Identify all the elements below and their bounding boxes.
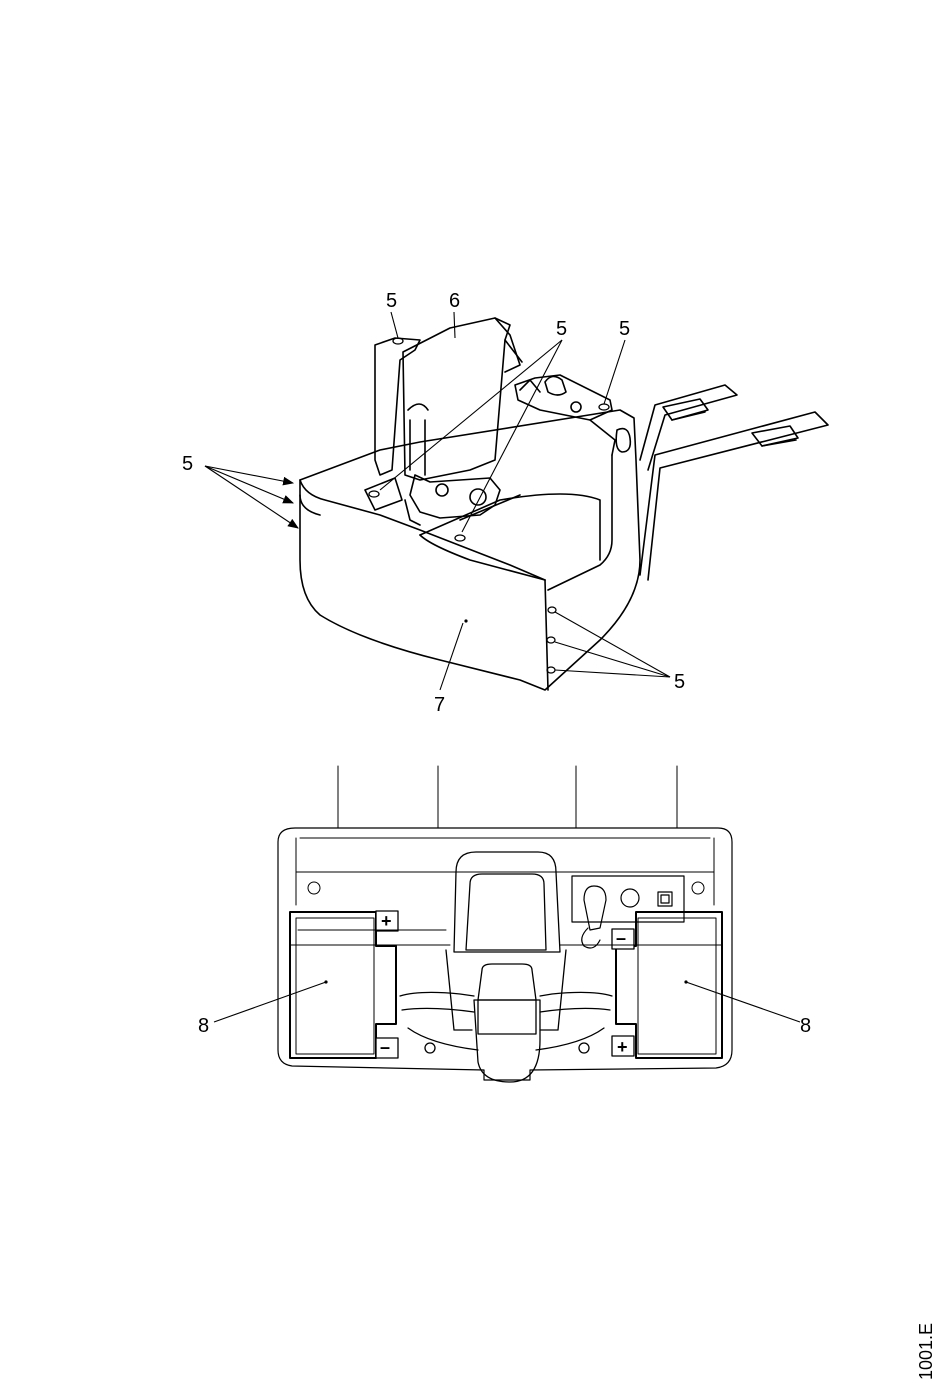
battery-right bbox=[612, 912, 722, 1058]
fork-right bbox=[640, 412, 828, 580]
callout-6-battery-cover: 6 bbox=[449, 290, 460, 312]
steering-head bbox=[405, 475, 500, 525]
callout-8-right: 8 bbox=[800, 1015, 811, 1037]
truck-perspective-drawing bbox=[300, 318, 828, 690]
battery-right-dot bbox=[684, 980, 687, 983]
callout-5-right-side: 5 bbox=[674, 671, 685, 693]
callout-leaders-bottom bbox=[214, 982, 800, 1022]
battery-left-dot bbox=[324, 980, 327, 983]
tiller-head bbox=[400, 852, 612, 1082]
battery-left bbox=[290, 911, 398, 1058]
document-id: 1001.E bbox=[916, 1320, 950, 1380]
battery-compartment-top-view bbox=[278, 766, 732, 1082]
terminal-left-plus: + bbox=[381, 911, 392, 931]
truck-chassis bbox=[300, 410, 640, 690]
document-id-text: 1001.E bbox=[916, 1323, 937, 1380]
callout-7-front-cover: 7 bbox=[434, 694, 445, 716]
callout-5-dashboard: 5 bbox=[619, 318, 630, 340]
front-cover-dot bbox=[464, 619, 467, 622]
callout-8-left: 8 bbox=[198, 1015, 209, 1037]
callout-5-left-side: 5 bbox=[182, 453, 193, 475]
callout-5-seat-top: 5 bbox=[386, 290, 397, 312]
terminal-right-plus: + bbox=[617, 1037, 628, 1057]
fork-lines bbox=[338, 766, 677, 828]
terminal-left-minus: – bbox=[380, 1037, 390, 1057]
battery-hood bbox=[375, 318, 522, 480]
terminal-right-minus: – bbox=[616, 928, 626, 948]
callout-5-head: 5 bbox=[556, 318, 567, 340]
